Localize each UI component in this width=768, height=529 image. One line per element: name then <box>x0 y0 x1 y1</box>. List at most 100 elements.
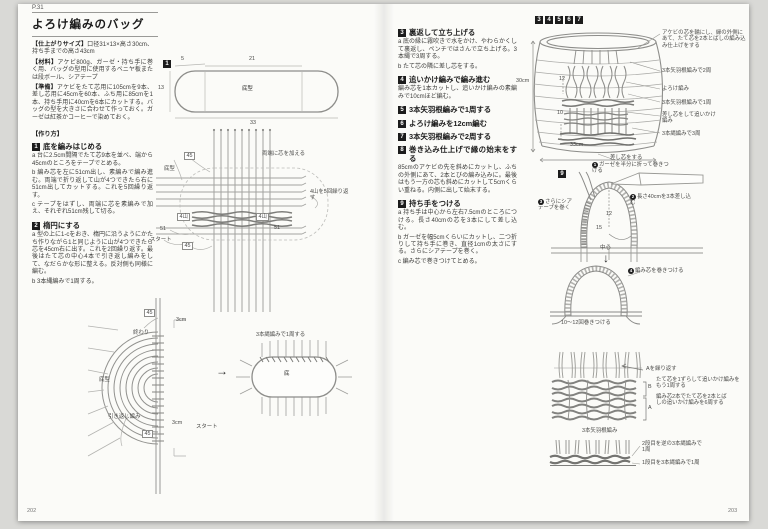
step-block: 1 底を編みはじめる a 台に2.5cm間隔でたて芯9本を並べ、端から45cmの… <box>32 142 153 217</box>
step-paragraph: a 持ち手は中心から左右7.5cmのところにつける。長さ40cmの芯を3本にして… <box>398 210 517 232</box>
step-number-badge: 4 <box>545 16 553 24</box>
spec-label: 【準備】 <box>32 85 57 92</box>
spec-paragraph: 【仕上がりサイズ】口径31×13×高さ30cm、持ち手までの高さ43cm <box>32 42 153 57</box>
dim-label: 3cm <box>176 317 187 323</box>
caption-label: 3本縄編みで1周する <box>256 332 306 338</box>
callout-label: 差し芯をして追いかけ編み <box>662 112 716 125</box>
page-reference: P.31 <box>32 5 44 11</box>
spec-text: アケビ800g、ガーゼ・持ち手に巻く用、バッグの型用に使用するベニヤ板または段ボ… <box>32 59 153 81</box>
center-label: 中心 <box>600 245 611 251</box>
step-number-badge: 3 <box>398 29 406 37</box>
spec-label: 【材料】 <box>32 59 58 66</box>
howto-heading: 【作り方】 <box>32 131 63 139</box>
template-label: 底型 <box>164 166 175 172</box>
step-title: 追いかけ編みで編み進む <box>409 75 491 85</box>
page-title: よろけ編みのバッグ <box>32 19 145 31</box>
callout-label: 両端に芯を加える <box>262 151 305 157</box>
circled-number: 1 <box>592 162 598 168</box>
step-paragraph: b ガーゼを幅5cmくらいにカットし、二つ折りして持ち手に巻き、直径1cmの太さ… <box>398 234 517 256</box>
page-gutter <box>374 4 394 521</box>
dim-label: 12 <box>559 76 565 82</box>
finished-base-diagram <box>240 330 370 425</box>
dim-label: 51 <box>274 225 280 231</box>
callout-label: 3本縄編みで3周 <box>662 131 701 137</box>
spec-paragraph: 【準備】アケビをたて芯用に105cmを9本、差し芯用に45cmを60本、ふち用に… <box>32 85 153 122</box>
note-label: 2段目を逆の3本縄編みで1周 <box>642 441 702 454</box>
page-number-left: 202 <box>27 508 37 514</box>
step-number-badge: 5 <box>398 106 406 115</box>
step-paragraph: a 台に2.5cm間隔でたて芯9本を並べ、端から45cmのところをテープでとめる… <box>32 153 153 167</box>
callout-label: 4山 <box>177 213 191 222</box>
step-paragraph: a 型の上に1-cをおき、楕円に沿うようにかたち作りながら1と同じように山が4つ… <box>32 232 153 276</box>
dim-label: 45 <box>182 242 193 251</box>
callout-label: 引き返し編み <box>108 414 141 420</box>
dim-label: 45 <box>144 309 155 318</box>
braid-rows-diagram <box>550 440 640 468</box>
diagram9-step-badge: 9 <box>558 170 566 178</box>
step-title: 楕円にする <box>43 220 81 230</box>
step-title: 3本矢羽根編みで1周する <box>409 105 492 115</box>
step-paragraph: b 編み芯を左に51cm出し、素編みで編み進む。両端で折り返して山が4つできたら… <box>32 170 153 199</box>
note-label: Aを繰り返す <box>646 366 677 372</box>
dim-label: 21 <box>249 56 255 62</box>
step-title: 巻き込み仕上げで縁の始末をする <box>409 145 517 163</box>
step-paragraph: b 3本縄編みで1周する。 <box>32 278 98 285</box>
step-number-badge: 8 <box>398 146 406 155</box>
dim-label: 30cm <box>516 78 530 84</box>
arrow-down-icon: ↓ <box>603 251 609 265</box>
step-paragraph: 85cmのアケビの先を斜めにカットし、ふちの外側にあて、2本とびの編み込みに。最… <box>398 165 517 194</box>
callout-label: アケビの芯を輪にし、縁の外側にあて、たて芯を2本とばしの編み込み仕上げをする <box>662 30 746 49</box>
step-title: 3本矢羽根編みで2周する <box>409 132 492 142</box>
diagram-step-badges: 3 4 5 6 7 <box>535 16 583 24</box>
step-paragraph: a 底の縁に霧吹きで水をかけ、やわらかくして裏返し、ペンチではさんで立ち上げる。… <box>398 39 517 61</box>
weave-detail-diagram <box>550 352 650 430</box>
oval-shaping-diagram <box>88 296 238 496</box>
dim-label: 12 <box>606 211 612 217</box>
handle-wrap-diagram <box>548 264 648 326</box>
note-label: 1段目を3本縄編みで1周 <box>642 460 700 466</box>
arrow-right-icon: → <box>216 364 228 378</box>
step-title: 裏返して立ち上げる <box>409 28 476 37</box>
step-number-badge: 6 <box>398 119 406 128</box>
note-label: 差し芯をする <box>610 155 643 161</box>
dim-label: 45 <box>142 430 153 439</box>
spec-text: 口径31×13×高さ30cm、持ち手までの高さ43cm <box>32 42 153 56</box>
step-number-badge: 5 <box>555 16 563 24</box>
dim-label: 33cm <box>570 142 584 148</box>
base-weaving-diagram <box>150 128 385 318</box>
start-label: スタート <box>150 237 172 243</box>
step-title: よろけ編みを12cm編む <box>409 118 488 128</box>
step-title: 底を編みはじめる <box>43 142 103 152</box>
circled-number: 3 <box>538 199 544 205</box>
step-number-badge: 7 <box>398 133 406 142</box>
note-label: たて芯を1ずらして追いかけ編みをもう1周する <box>656 377 740 390</box>
step-number-badge: 7 <box>575 16 583 24</box>
step-number-badge: 2 <box>32 221 40 230</box>
circled-number: 4 <box>628 268 634 274</box>
dim-label: 5 <box>181 56 184 62</box>
page-header: P.31 よろけ編みのバッグ <box>32 5 158 38</box>
step-number-badge: 4 <box>398 76 406 85</box>
step-number-badge: 9 <box>398 199 406 208</box>
callout-label: 4山 <box>256 213 270 222</box>
page-number-right: 203 <box>728 508 738 514</box>
step-number-badge: 1 <box>32 143 40 152</box>
bottom-template-diagram <box>168 62 348 126</box>
spec-paragraph: 【材料】アケビ800g、ガーゼ・持ち手に巻く用、バッグの型用に使用するベニヤ板ま… <box>32 60 153 82</box>
step-title: 持ち手をつける <box>409 198 461 208</box>
header-rule-top <box>32 12 158 13</box>
dim-label: 33 <box>250 120 256 126</box>
template-label: 底型 <box>99 377 110 383</box>
dim-label: 51 <box>160 226 166 232</box>
dim-label: 3cm <box>172 420 183 426</box>
step-block: 2 楕円にする a 型の上に1-cをおき、楕円に沿うようにかたち作りながら1と同… <box>32 220 153 286</box>
